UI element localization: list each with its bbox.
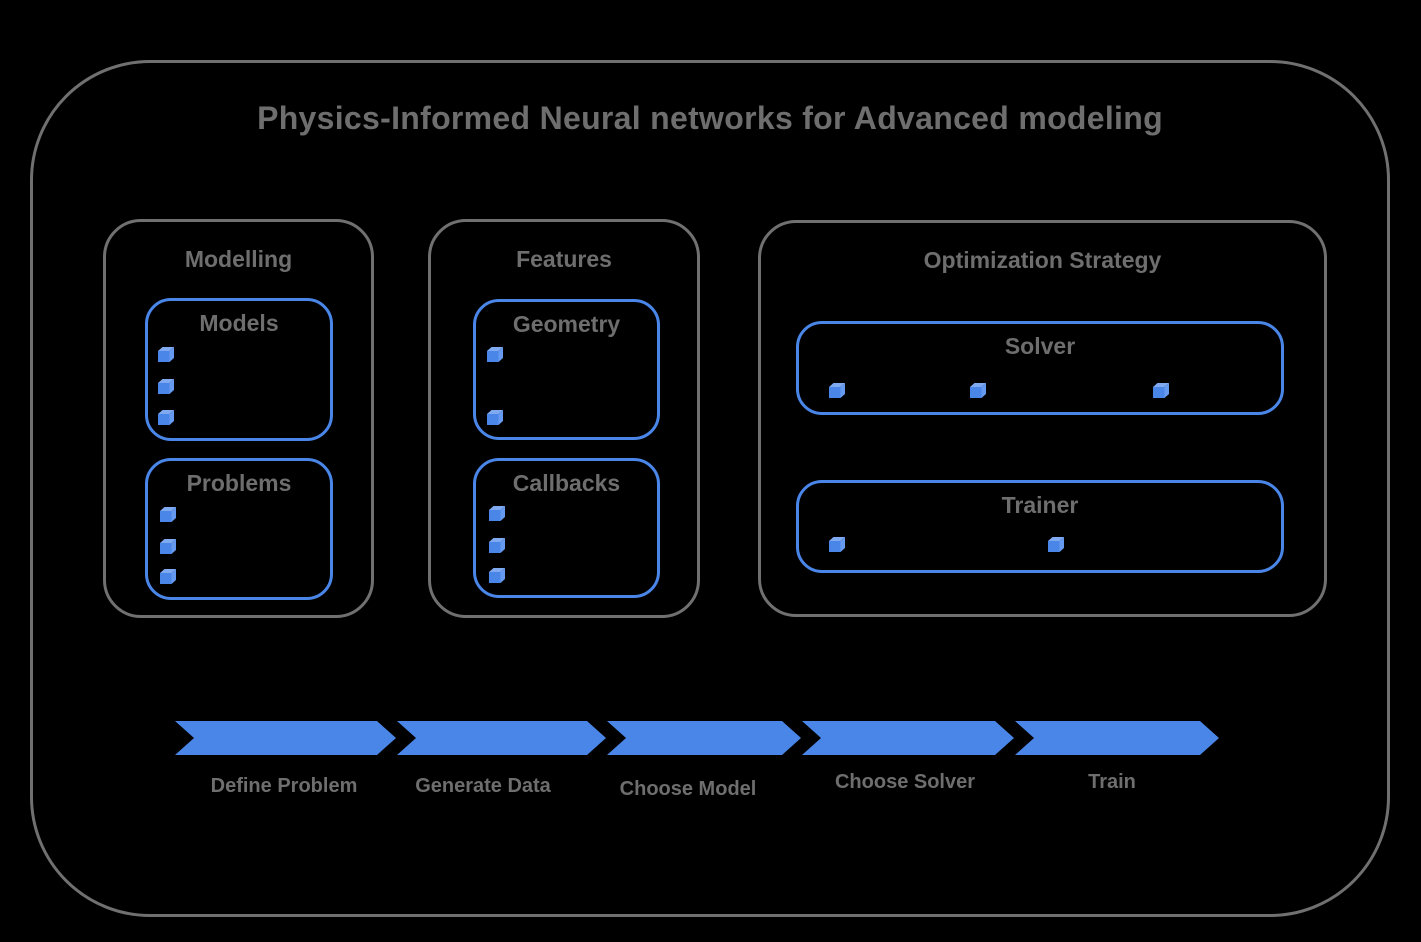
cube-icon: [158, 347, 174, 362]
cube-icon: [160, 507, 176, 522]
pipeline-arrow-segment: [802, 721, 1014, 755]
group-problems: Problems: [145, 458, 333, 600]
cube-icon: [158, 379, 174, 394]
pipeline-arrow-segment: [175, 721, 396, 755]
cube-icon: [970, 383, 986, 398]
group-geometry: Geometry: [473, 299, 660, 440]
cube-icon: [160, 569, 176, 584]
group-trainer: Trainer: [796, 480, 1284, 573]
cube-icon: [160, 539, 176, 554]
pipeline-arrows: [0, 721, 1421, 755]
cube-icon: [489, 538, 505, 553]
pipeline-step-label: Choose Solver: [834, 771, 976, 793]
pipeline-arrow-segment: [397, 721, 606, 755]
group-trainer-label: Trainer: [1001, 492, 1079, 518]
cube-icon: [829, 383, 845, 398]
cube-icon: [158, 410, 174, 425]
cube-icon: [1153, 383, 1169, 398]
group-problems-label: Problems: [186, 470, 292, 496]
section-features-title: Features: [516, 246, 612, 272]
pipeline-step-label: Define Problem: [210, 775, 358, 797]
section-optimization-strategy: Optimization Strategy: [758, 220, 1327, 617]
group-geometry-label: Geometry: [512, 311, 621, 337]
group-callbacks-label: Callbacks: [512, 470, 621, 496]
section-modelling-title: Modelling: [184, 246, 293, 272]
section-features: Features: [428, 219, 700, 618]
cube-icon: [1048, 537, 1064, 552]
section-modelling: Modelling: [103, 219, 374, 618]
section-optimization-strategy-title: Optimization Strategy: [923, 247, 1162, 273]
group-callbacks: Callbacks: [473, 458, 660, 598]
pipeline-step-label: Choose Model: [619, 778, 757, 800]
cube-icon: [487, 410, 503, 425]
pipeline-step-label: Generate Data: [415, 775, 551, 797]
pipeline-step-label: Train: [1088, 771, 1136, 793]
pipeline-arrow-segment: [1015, 721, 1219, 755]
pipeline-arrow-segment: [607, 721, 801, 755]
diagram-frame: [30, 60, 1390, 917]
cube-icon: [489, 506, 505, 521]
group-solver-label: Solver: [1004, 333, 1076, 359]
diagram-title: Physics-Informed Neural networks for Adv…: [257, 100, 1163, 136]
cube-icon: [489, 568, 505, 583]
cube-icon: [829, 537, 845, 552]
group-models-label: Models: [199, 310, 279, 336]
group-models: Models: [145, 298, 333, 441]
cube-icon: [487, 347, 503, 362]
group-solver: Solver: [796, 321, 1284, 415]
